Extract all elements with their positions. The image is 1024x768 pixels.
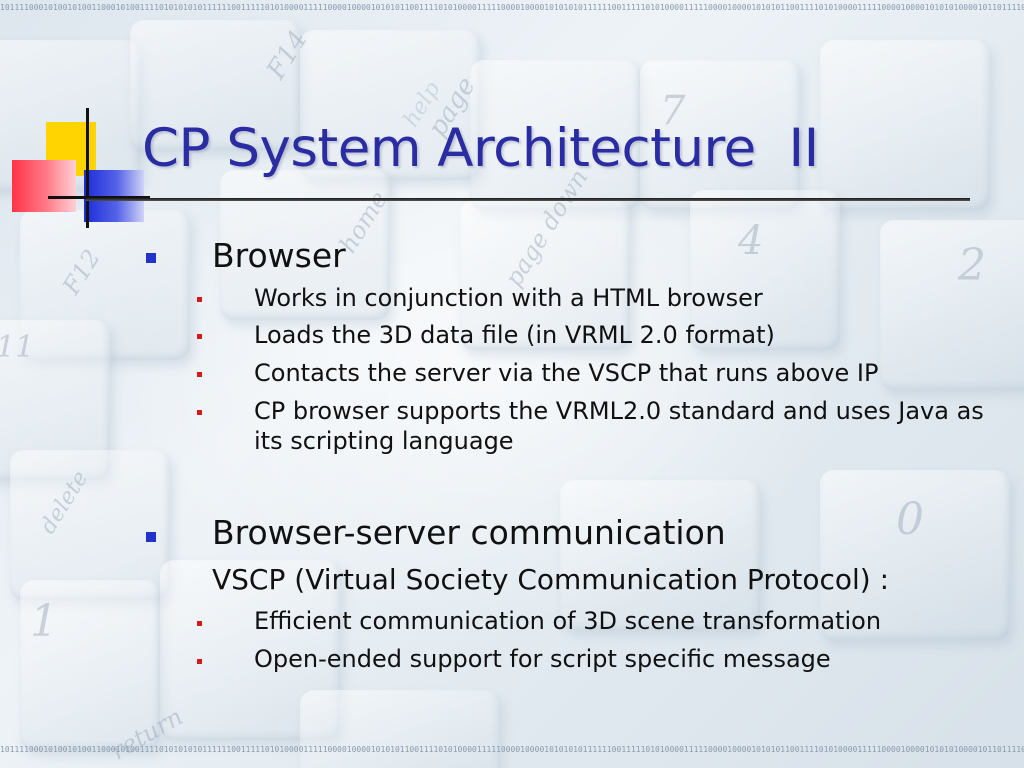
binary-strip-bottom: 1011110001010010100110001010011110101010… — [0, 745, 1024, 754]
background-key — [220, 170, 390, 320]
slide-title: CP System Architecture II — [142, 118, 819, 179]
bullet-square-icon — [197, 334, 202, 339]
logo-vertical-line — [86, 108, 89, 228]
bullet-square-icon — [197, 621, 202, 626]
background-key — [20, 580, 160, 750]
background-key — [300, 690, 500, 768]
section-subheading: VSCP (Virtual Society Communication Prot… — [212, 563, 890, 596]
background-key — [470, 60, 640, 210]
binary-strip-top: 1011110001010010100110001010011110101010… — [0, 3, 1024, 12]
background-key — [10, 450, 170, 600]
key-label: 2 — [958, 240, 986, 291]
logo-horizontal-line — [48, 196, 150, 199]
background-key — [560, 480, 760, 630]
key-label: 4 — [738, 218, 764, 264]
background-key — [820, 470, 1010, 640]
list-item: Open-ended support for script specific m… — [254, 645, 831, 673]
section-heading: Browser — [212, 236, 346, 275]
background-key — [820, 40, 990, 210]
list-item: Loads the 3D data file (in VRML 2.0 form… — [254, 321, 775, 349]
bullet-square-icon — [197, 297, 202, 302]
key-label: 7 — [660, 88, 686, 134]
bullet-square-icon — [146, 532, 156, 542]
bullet-square-icon — [146, 253, 156, 263]
key-label: 0 — [896, 494, 924, 545]
bullet-square-icon — [197, 372, 202, 377]
key-label: 11 — [0, 330, 35, 365]
background-key — [460, 200, 630, 350]
corner-logo — [10, 108, 150, 232]
key-label: 1 — [30, 596, 58, 647]
logo-red-square — [12, 160, 76, 212]
list-item: CP browser supports the VRML2.0 standard… — [254, 397, 984, 455]
bullet-square-icon — [197, 659, 202, 664]
list-item: Works in conjunction with a HTML browser — [254, 284, 763, 312]
background-key — [130, 20, 300, 150]
background-key — [640, 60, 800, 210]
background-key — [690, 190, 840, 350]
bullet-square-icon — [197, 410, 202, 415]
list-item: Efficient communication of 3D scene tran… — [254, 607, 882, 635]
section-heading: Browser-server communication — [212, 513, 726, 552]
background-key — [880, 220, 1024, 390]
title-underline — [86, 198, 970, 201]
background-key — [300, 30, 480, 180]
list-item: Contacts the server via the VSCP that ru… — [254, 359, 879, 387]
